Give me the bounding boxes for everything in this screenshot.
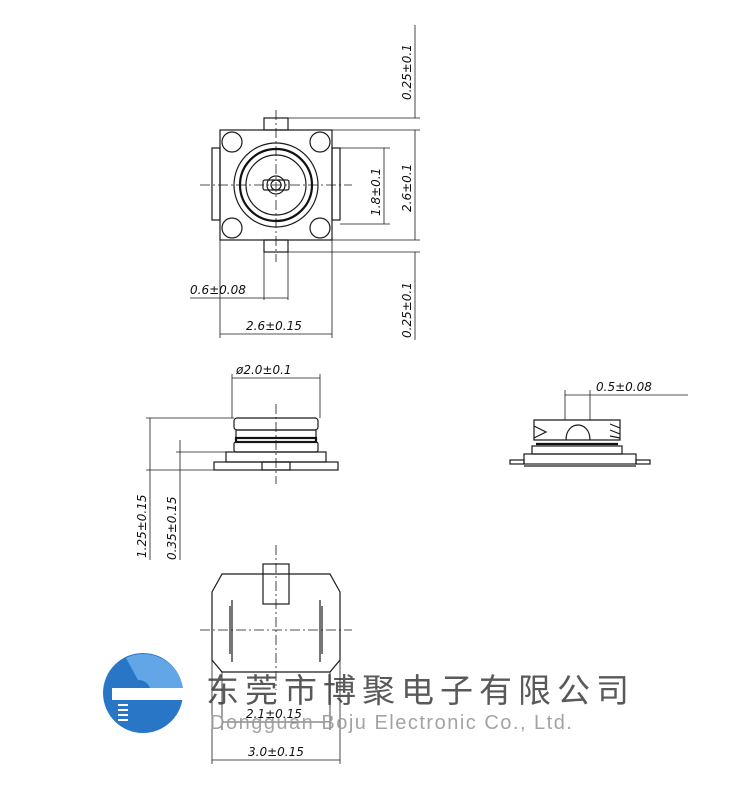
dim-pin-width: 0.6±0.08 — [190, 283, 246, 297]
dim-overall-width: 3.0±0.15 — [248, 745, 304, 759]
front-view — [146, 374, 339, 560]
dim-pad-width: 2.1±0.15 — [246, 707, 302, 721]
dim-side-tab: 0.5±0.08 — [596, 380, 652, 394]
dim-body-width: 2.6±0.15 — [246, 319, 302, 333]
company-logo-icon — [103, 653, 186, 733]
top-view — [200, 25, 420, 340]
dim-top-clearance: 0.25±0.1 — [400, 44, 414, 100]
dim-total-height: 1.25±0.15 — [135, 495, 149, 559]
watermark-company-cn: 东莞市博聚电子有限公司 — [206, 671, 635, 710]
dim-base-height: 0.35±0.15 — [165, 497, 179, 561]
dim-bottom-clearance: 0.25±0.1 — [400, 282, 414, 338]
bottom-view — [200, 545, 352, 764]
top-view-bottom-dims — [190, 240, 333, 338]
dim-inner-diameter: 1.8±0.1 — [369, 168, 383, 216]
right-side-view — [509, 390, 688, 467]
dim-body-height: 2.6±0.1 — [400, 164, 414, 212]
dim-diameter: ø2.0±0.1 — [235, 363, 292, 377]
watermark-company-en: Dongguan Boju Electronic Co., Ltd. — [210, 712, 574, 734]
